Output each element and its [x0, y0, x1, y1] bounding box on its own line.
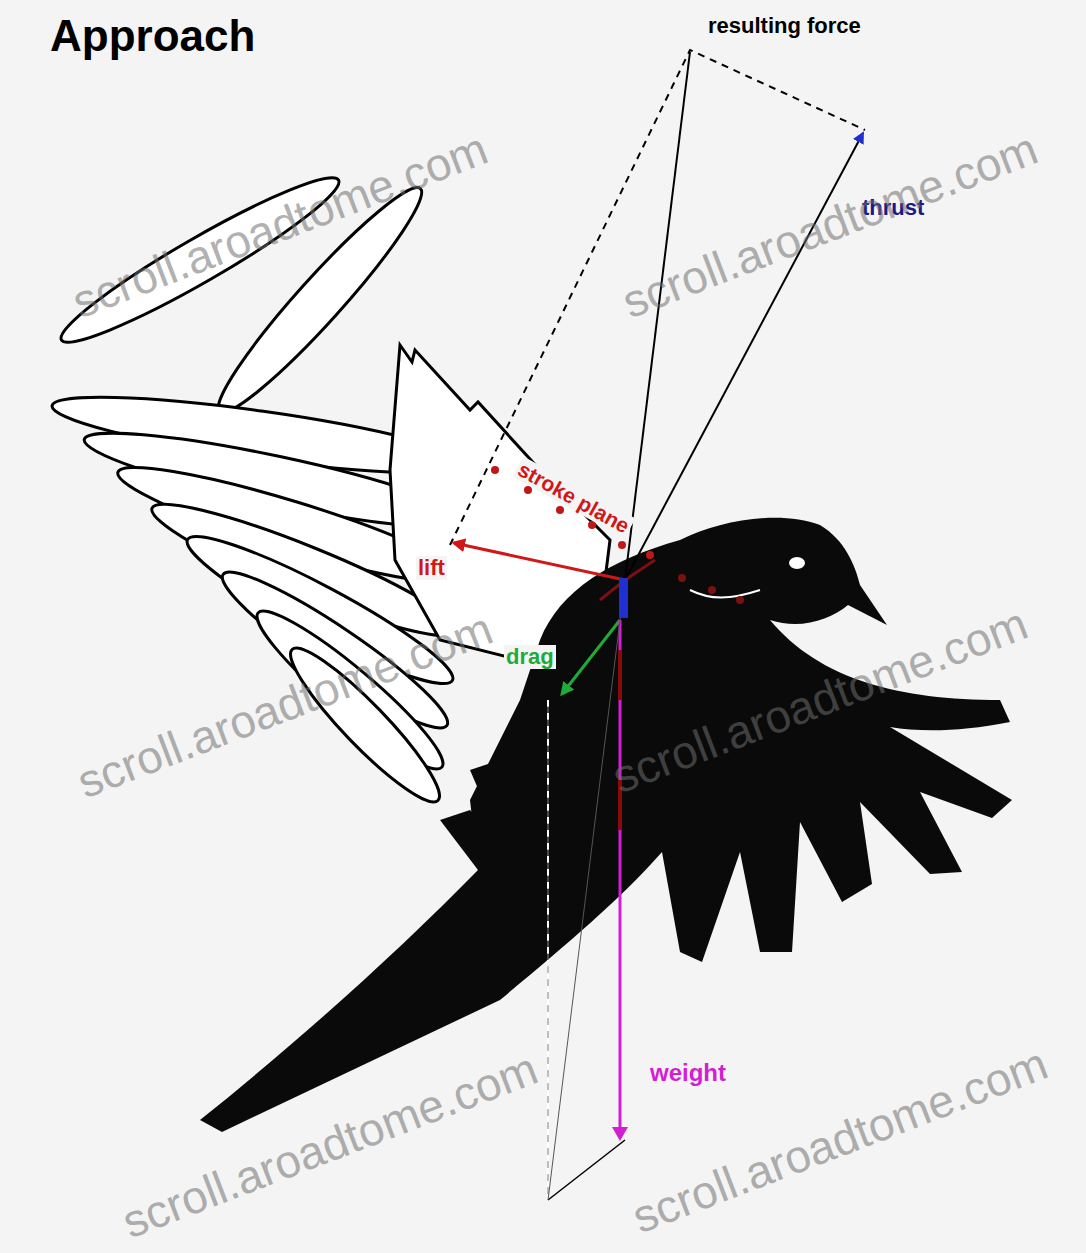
wing-tip [440, 760, 520, 870]
beak-line [690, 590, 760, 598]
force-label: drag [504, 645, 556, 669]
watermark: scroll.aroadtome.com [67, 125, 494, 326]
watermark: scroll.aroadtome.com [617, 125, 1044, 326]
bird-body [200, 518, 1012, 1132]
force-label: weight [648, 1060, 728, 1086]
bird-eye [789, 557, 805, 569]
diagram-title: Approach [50, 12, 255, 60]
force-label: resulting force [708, 14, 861, 38]
force-label: lift [416, 556, 447, 580]
